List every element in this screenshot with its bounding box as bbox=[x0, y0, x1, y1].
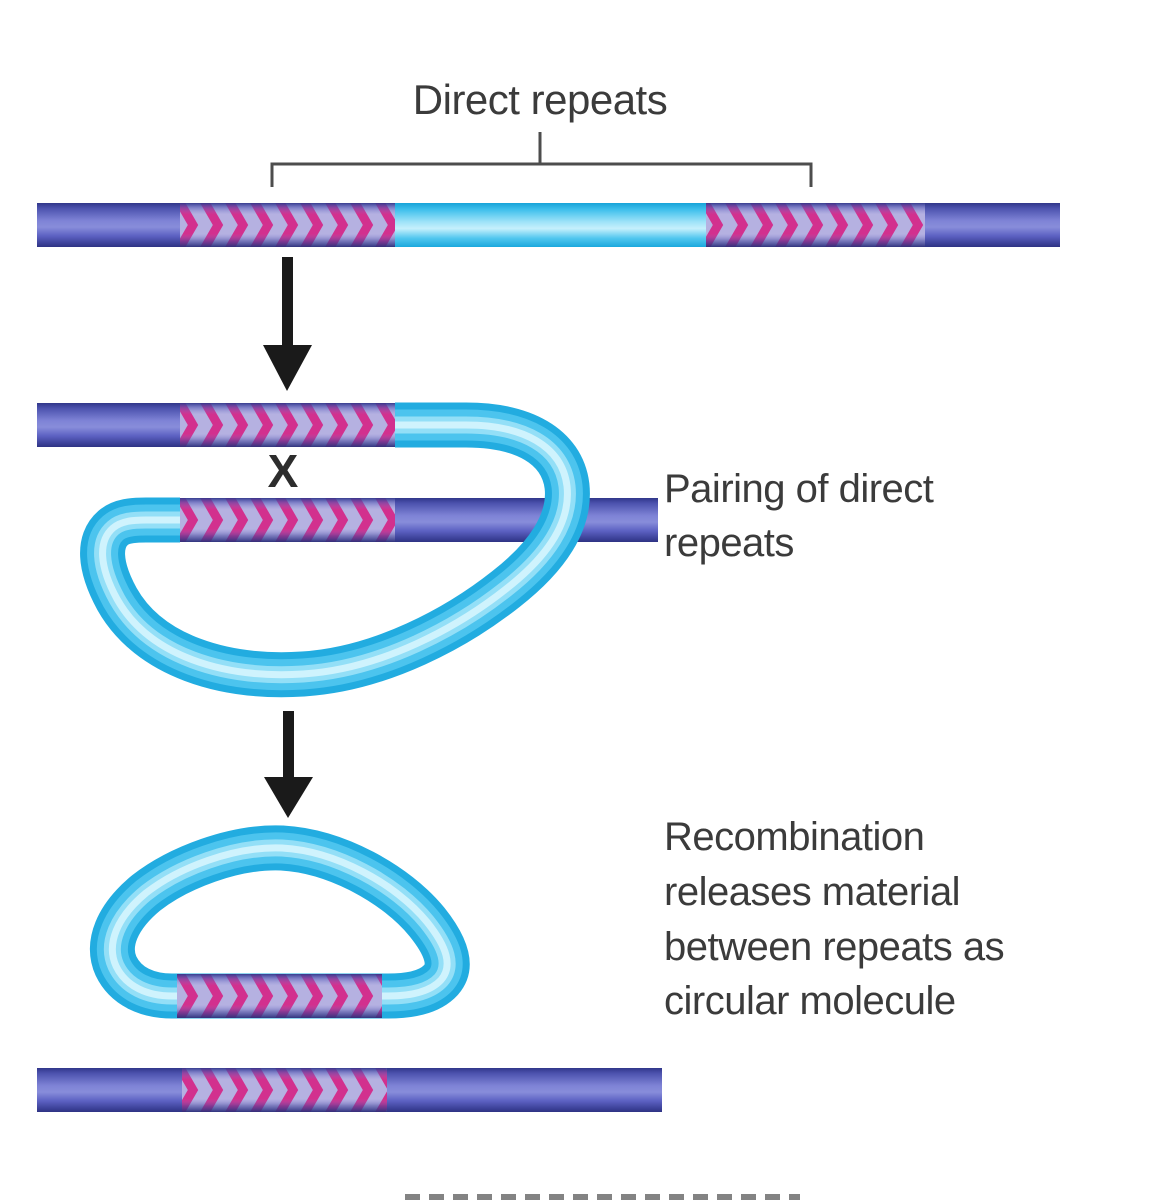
direct-repeats-bracket bbox=[270, 132, 813, 187]
circle-cyan-tube bbox=[89, 825, 470, 1019]
bottom-repeat-segment bbox=[182, 1068, 387, 1112]
repeat-segment-right bbox=[706, 203, 925, 247]
circular-molecule bbox=[89, 825, 470, 1019]
down-arrow-icon bbox=[264, 711, 313, 818]
direct-repeats-title: Direct repeats bbox=[412, 76, 668, 123]
circle-repeat-segment bbox=[177, 974, 382, 1018]
recombination-step-label: Recombination releases material between … bbox=[664, 815, 1005, 1024]
crossover-x-marker: X bbox=[267, 445, 299, 497]
cropped-caption-fragment bbox=[405, 1194, 800, 1200]
linear-dna-bottom bbox=[37, 1068, 662, 1112]
down-arrow-icon bbox=[263, 257, 312, 391]
pairing-structure bbox=[37, 402, 658, 698]
looped-cyan-tube bbox=[80, 402, 590, 698]
linear-dna-top bbox=[37, 203, 1060, 247]
dna-strand-upper bbox=[37, 403, 395, 447]
pairing-step-label: Pairing of direct repeats bbox=[664, 467, 934, 566]
repeat-segment-left bbox=[180, 203, 395, 247]
